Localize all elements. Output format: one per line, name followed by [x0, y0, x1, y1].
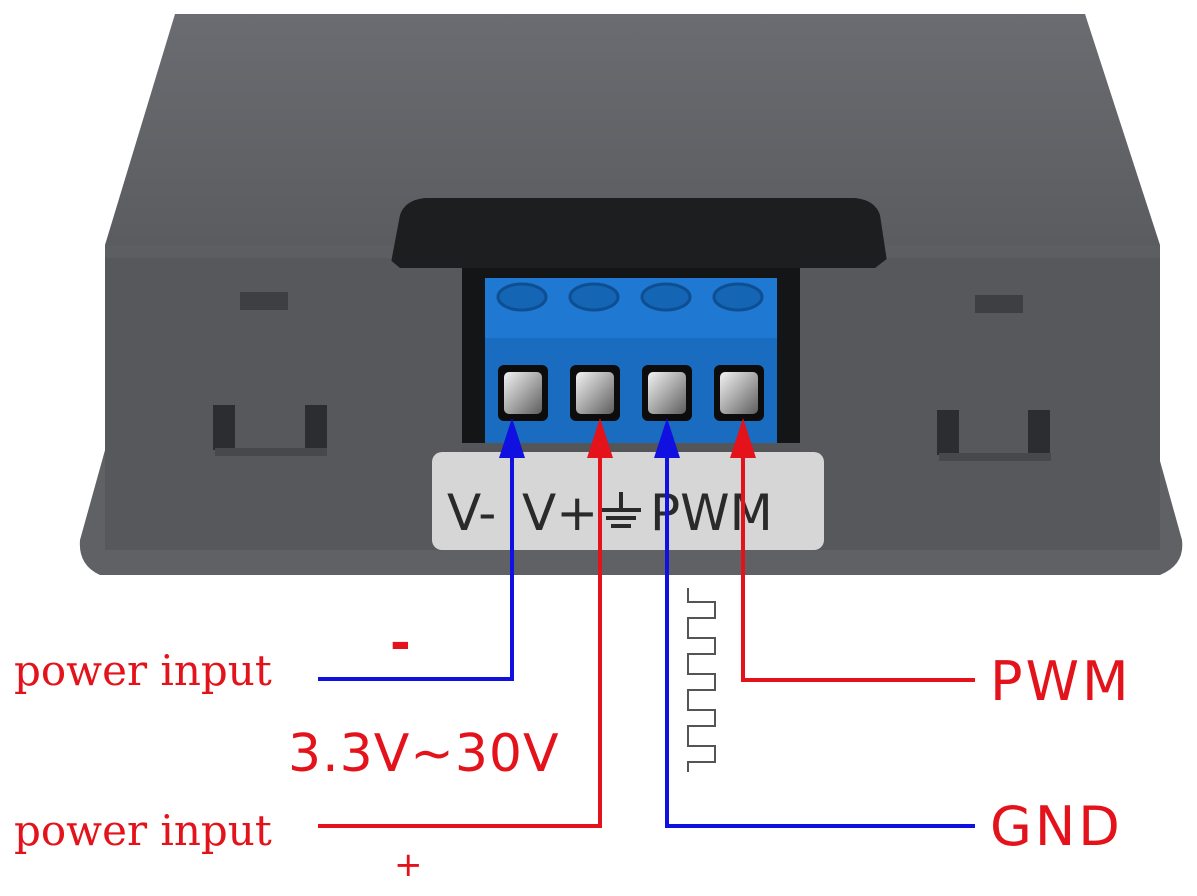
terminal-label-strip: [432, 452, 824, 550]
positive-sign-label: +: [394, 845, 423, 885]
left-latch-slot: [240, 292, 288, 310]
pcb-opening: [390, 198, 888, 268]
right-latch-hole: [937, 410, 959, 455]
pwm-arrow-icon: [730, 418, 756, 458]
positive-arrow-icon: [587, 418, 613, 458]
pwm-output-label: PWM: [990, 650, 1132, 713]
negative-power-input-label: power input: [14, 646, 272, 695]
positive-power-input-label: power input: [14, 806, 272, 855]
left-latch-ledge: [215, 448, 327, 456]
pwm-output-wire: [741, 435, 975, 682]
gnd-output-wire: [665, 435, 975, 828]
enclosure-top: [105, 14, 1160, 245]
ground-symbol-icon: [601, 492, 641, 528]
negative-arrow-icon: [499, 418, 525, 458]
pwm-waveform-icon: [687, 588, 716, 772]
strip-label-vneg: V-: [447, 484, 496, 542]
left-latch-hole: [305, 405, 327, 450]
voltage-range-label: 3.3V~30V: [288, 724, 560, 784]
negative-input-wire: [318, 435, 514, 681]
left-pillar: [105, 258, 462, 550]
terminal-block: [485, 278, 777, 443]
right-latch-slot: [975, 295, 1023, 313]
left-latch-hole: [213, 405, 235, 450]
right-latch-hole: [1028, 410, 1050, 455]
gnd-output-label: GND: [990, 795, 1123, 858]
positive-input-wire: [318, 435, 602, 828]
right-pillar: [800, 258, 1160, 550]
right-latch-ledge: [939, 453, 1051, 461]
strip-label-vpos: V+: [522, 484, 598, 542]
strip-label-pwm: PWM: [650, 484, 773, 542]
gnd-arrow-icon: [654, 418, 680, 458]
negative-sign-label: -: [390, 614, 411, 672]
